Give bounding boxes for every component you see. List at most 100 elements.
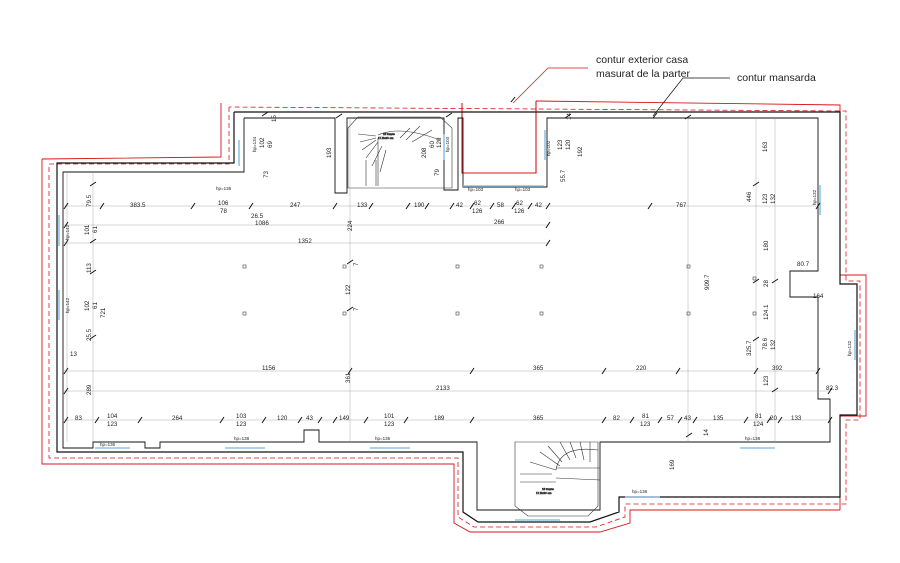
column-12 <box>752 311 757 316</box>
dim-126b: 126 <box>514 208 525 215</box>
column-9 <box>455 311 460 316</box>
ticks-row-1 <box>63 202 821 210</box>
exterior-outline-right <box>535 100 867 510</box>
window-label-w5: hp=103 <box>468 187 484 192</box>
stair-top-label-2: 17.5x30 cm <box>378 136 394 140</box>
mansard-outer-wall <box>56 111 858 523</box>
columns <box>242 264 757 316</box>
dim-79_5: 79.5 <box>86 194 93 207</box>
dim-57: 57 <box>667 415 674 422</box>
mansard-inner-wall <box>62 117 831 511</box>
dim-120c: 120 <box>277 415 288 422</box>
column-6 <box>752 276 757 281</box>
column-10 <box>539 311 544 316</box>
dim-767: 767 <box>676 202 687 209</box>
window-label-w10: hp=132 <box>847 340 852 356</box>
exterior-bay <box>461 101 537 174</box>
dim-1086: 1086 <box>255 220 269 227</box>
dim-123d: 123 <box>107 421 118 428</box>
window-label-w13: hp=136 <box>375 436 391 441</box>
dim-1156: 1156 <box>262 365 276 372</box>
dim-132b: 132 <box>770 339 777 350</box>
dim-62b: 62 <box>516 200 523 207</box>
dim-361: 361 <box>345 372 352 383</box>
window-label-w9: hp=142 <box>65 297 70 313</box>
dim-123f: 123 <box>384 421 395 428</box>
column-1 <box>242 264 247 269</box>
dim-78: 78 <box>220 208 227 215</box>
dim-80_7: 80.7 <box>797 261 810 268</box>
dim-43b: 43 <box>684 415 691 422</box>
dim-123c: 123 <box>763 375 770 386</box>
dim-113: 113 <box>86 263 93 273</box>
stair-top-outline <box>347 116 453 189</box>
dim-78_6: 78.6 <box>762 337 769 350</box>
dim-123g: 123 <box>640 421 651 428</box>
dim-81b: 81 <box>755 413 762 420</box>
window-label-w6: hp=103 <box>515 187 531 192</box>
window-label-w2: hp=134 <box>252 136 257 152</box>
leader-mansard <box>652 77 730 117</box>
ticks-row-4 <box>63 367 821 375</box>
dim-83: 83 <box>75 415 82 422</box>
dim-102b: 102 <box>84 300 91 311</box>
dim-58: 58 <box>497 202 504 209</box>
dimension-labels-vertical: 193 15 102 69 73 208 60 120 79 14 123 12… <box>70 113 777 470</box>
stair-top-flight <box>357 125 441 186</box>
mansard-contour <box>56 111 858 523</box>
dim-132a: 132 <box>770 193 777 204</box>
dim-266: 266 <box>494 219 505 226</box>
dim-124: 124 <box>753 421 764 428</box>
dim-122: 122 <box>345 284 352 295</box>
dim-154: 15 <box>271 115 278 122</box>
dim-190: 190 <box>414 202 425 209</box>
dim-133: 133 <box>357 202 368 209</box>
window-label-w7: hp=132 <box>812 189 817 205</box>
column-4 <box>539 264 544 269</box>
ticks-row-2 <box>63 221 551 247</box>
window-label-w14: hp=136 <box>632 489 648 494</box>
dim-123e: 123 <box>236 421 247 428</box>
dim-1352: 1352 <box>298 238 312 245</box>
stair-bottom: 16 trepte 17.5x30 cm <box>514 441 601 517</box>
dim-43a: 43 <box>306 415 313 422</box>
column-11 <box>686 311 691 316</box>
window-label-w1: hp=136 <box>216 186 232 191</box>
legend-exterior-line-2: masurat de la parter <box>596 68 690 80</box>
dim-392: 392 <box>772 365 783 372</box>
dim-721: 721 <box>100 307 107 318</box>
column-8 <box>342 311 347 316</box>
stair-bottom-flight <box>520 441 601 483</box>
dim-124_1: 124.1 <box>763 304 770 320</box>
dim-126a: 126 <box>472 208 483 215</box>
dim-81a: 81 <box>642 413 649 420</box>
dim-193: 193 <box>326 147 333 158</box>
dim-104: 104 <box>107 413 118 420</box>
dim-135: 135 <box>713 415 724 422</box>
dim-25_5: 25.5 <box>86 328 93 341</box>
dim-62a: 62 <box>474 200 481 207</box>
dim-73: 73 <box>263 171 270 178</box>
dimension-labels: 383.5 106 78 26.5 247 1086 133 190 42 62… <box>75 200 839 428</box>
dim-82: 82 <box>613 415 620 422</box>
ticks-row-5 <box>63 387 833 395</box>
dim-2133: 2133 <box>436 385 450 392</box>
dim-365a: 365 <box>533 365 544 372</box>
exterior-outline-bottom <box>41 159 840 533</box>
dim-69: 69 <box>267 141 274 148</box>
ticks-cols <box>89 114 779 438</box>
stair-top: 16 trepte 17.5x30 cm <box>347 116 453 189</box>
dim-14a: 14 <box>566 113 573 120</box>
dim-123a: 123 <box>762 193 769 204</box>
dim-101: 101 <box>84 224 91 235</box>
exterior-outline-dashed <box>48 106 861 528</box>
legend-leaders <box>512 67 730 117</box>
dim-61a: 61 <box>92 226 99 233</box>
stair-bottom-label-1: 16 trepte <box>542 487 554 491</box>
exterior-outline-top <box>41 103 222 160</box>
ticks-row-6 <box>63 416 833 424</box>
window-label-w4: hp=102 <box>546 140 551 156</box>
window-label-w11: hp=136 <box>100 442 116 447</box>
dim-365b: 365 <box>533 415 544 422</box>
dimension-lines <box>63 118 830 442</box>
